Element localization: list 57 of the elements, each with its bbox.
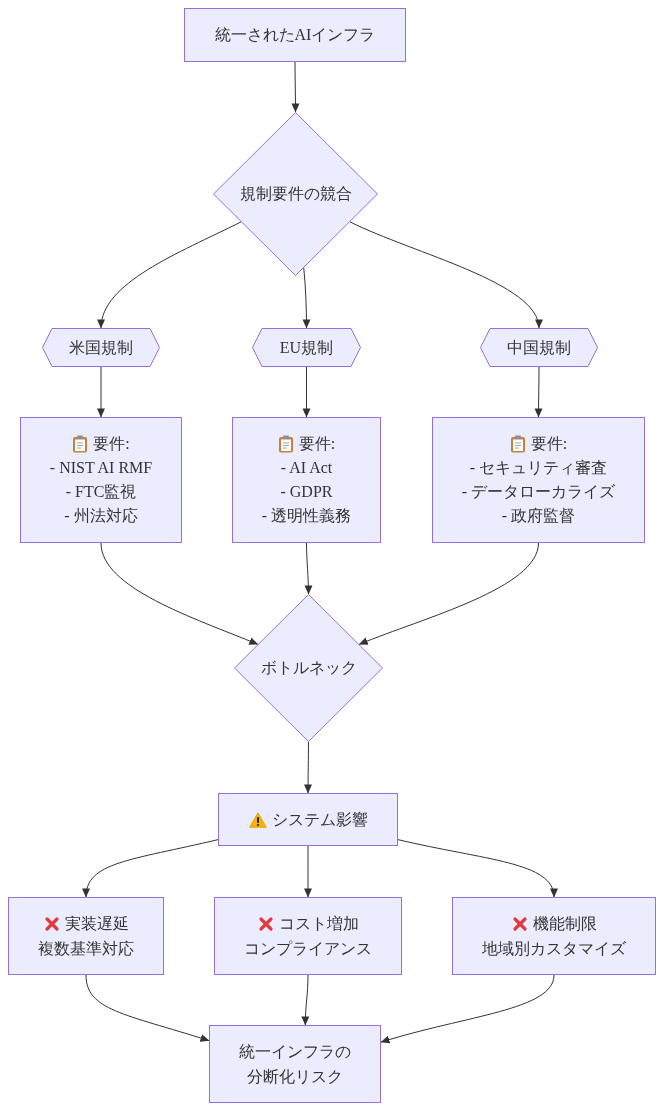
node-label: 米国規制 [69, 337, 133, 358]
process-box [209, 1025, 381, 1103]
node-label: - AI Act [280, 458, 333, 478]
arrow [301, 974, 310, 1026]
arrow [302, 366, 311, 418]
process-box [214, 897, 402, 975]
node-label: - 州法対応 [64, 506, 138, 526]
node-label: EU規制 [279, 337, 334, 358]
node-label: 機能制限 [532, 914, 597, 934]
arrow [302, 267, 311, 329]
arrow [83, 839, 219, 898]
node-label: 地域別カスタマイズ [482, 939, 626, 959]
arrow [358, 542, 539, 645]
process-box [452, 897, 656, 975]
node-label: コスト増加 [278, 914, 359, 934]
hexagon-node [480, 328, 598, 367]
arrow [304, 845, 312, 898]
node-label: - データローカライズ [461, 482, 616, 502]
node-label: 統一されたAIインフラ [214, 25, 376, 45]
process-box [432, 417, 645, 543]
node-label: 要件: [298, 434, 336, 454]
node-label: 統一インフラの分断化リスク [238, 1042, 352, 1087]
arrow [97, 366, 105, 418]
node-label: ボトルネック [260, 658, 357, 678]
node-label: 要件: [530, 434, 568, 454]
arrow [304, 542, 313, 595]
node-label: - 政府監督 [501, 506, 576, 526]
node-label: 実装遅延 [64, 914, 129, 934]
arrow [304, 741, 312, 794]
process-box [20, 417, 182, 543]
decision-diamond [234, 594, 383, 742]
hexagon-node [42, 328, 160, 367]
node-label: - FTC監視 [65, 482, 137, 502]
node-label: 中国規制 [507, 337, 571, 358]
process-box [218, 793, 398, 846]
decision-diamond [213, 112, 378, 276]
arrow [397, 839, 557, 898]
arrow [534, 366, 543, 418]
arrow [100, 542, 259, 645]
process-box [232, 417, 381, 543]
node-label: 複数基準対応 [38, 939, 134, 959]
arrow [85, 974, 210, 1042]
node-label: - GDPR [280, 482, 333, 502]
node-label: 規制要件の競合 [239, 184, 352, 204]
hexagon-node [252, 328, 361, 367]
node-label: 要件: [93, 434, 130, 454]
node-label: システム影響 [271, 809, 368, 830]
process-box [8, 897, 164, 975]
arrow [98, 221, 242, 329]
arrow [291, 61, 300, 113]
node-label: コンプライアンス [244, 939, 372, 959]
node-label: - NIST AI RMF [49, 458, 153, 478]
node-label: - セキュリティ審査 [469, 458, 608, 478]
arrow [349, 221, 541, 329]
node-label: - 透明性義務 [261, 506, 352, 526]
arrow [380, 974, 555, 1044]
process-box [184, 8, 406, 62]
